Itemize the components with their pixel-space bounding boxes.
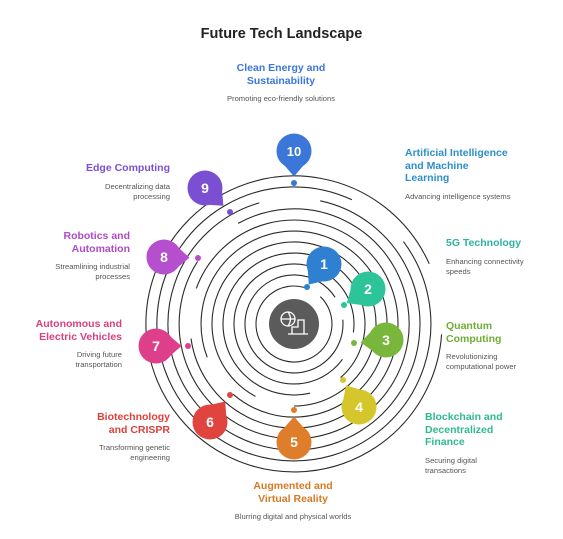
label-blockchain: Blockchain and Decentralized Finance Sec… — [425, 411, 535, 476]
ring-dot — [351, 340, 357, 346]
label-title: Blockchain and Decentralized Finance — [425, 411, 503, 448]
label-edge: Edge Computing Decentralizing data proce… — [75, 162, 170, 202]
label-autonomous: Autonomous and Electric Vehicles Driving… — [22, 318, 122, 370]
label-ai-ml: Artificial Intelligence and Machine Lear… — [405, 147, 515, 202]
label-title: 5G Technology — [446, 237, 522, 249]
label-desc: Enhancing connectivity speeds — [446, 256, 524, 276]
label-title: Robotics and Automation — [63, 230, 130, 255]
marker-bubble — [368, 322, 404, 358]
ring-arc — [233, 263, 355, 385]
label-desc: Blurring digital and physical worlds — [234, 512, 352, 521]
center-hub — [269, 299, 319, 349]
label-desc: Revolutionizing computational power — [446, 352, 517, 371]
marker-bubble — [306, 246, 342, 282]
ring-dot — [304, 284, 310, 290]
ring-dot — [195, 255, 201, 261]
marker-3: 3 — [351, 322, 404, 358]
ring-arc — [222, 252, 366, 396]
marker-bubble — [276, 133, 312, 169]
label-desc: Advancing intelligence systems — [405, 191, 511, 201]
label-clean-energy: Clean Energy and Sustainability Promotin… — [206, 62, 356, 104]
label-desc: Driving future transportation — [75, 350, 122, 369]
label-desc: Transforming genetic engineering — [98, 443, 170, 462]
ring-arc — [211, 241, 377, 407]
marker-bubble — [276, 424, 312, 460]
label-quantum: Quantum Computing Revolutionizing comput… — [446, 320, 556, 372]
marker-pointer — [284, 416, 304, 428]
marker-number: 8 — [160, 249, 168, 265]
marker-9: 9 — [187, 170, 233, 215]
label-5g: 5G Technology Enhancing connectivity spe… — [446, 237, 556, 277]
marker-4: 4 — [340, 377, 377, 425]
marker-number: 5 — [290, 434, 298, 450]
ring-arc — [244, 274, 344, 374]
marker-pointer — [178, 248, 190, 267]
ring-dot — [227, 392, 233, 398]
marker-bubble — [341, 389, 377, 425]
marker-bubble — [187, 170, 223, 206]
marker-number: 2 — [364, 281, 372, 297]
label-title: Clean Energy and Sustainability — [236, 62, 326, 87]
marker-pointer — [211, 401, 227, 416]
marker-1: 1 — [304, 246, 342, 290]
marker-pointer — [209, 191, 224, 206]
label-title: Quantum Computing — [446, 320, 502, 345]
label-desc: Streamlining industrial processes — [55, 262, 130, 281]
ring-arc — [200, 230, 388, 418]
marker-bubble — [138, 328, 174, 364]
label-title: Autonomous and Electric Vehicles — [35, 318, 122, 343]
marker-number: 6 — [206, 414, 214, 430]
label-title: Augmented and Virtual Reality — [253, 480, 333, 505]
marker-8: 8 — [146, 239, 201, 275]
ring-dot — [340, 377, 346, 383]
ring-dot — [227, 209, 233, 215]
marker-pointer — [307, 270, 323, 285]
marker-pointer — [360, 332, 372, 351]
marker-number: 9 — [201, 180, 209, 196]
marker-number: 10 — [287, 144, 301, 159]
globe-and-city-icon — [280, 311, 308, 335]
label-desc: Decentralizing data processing — [104, 181, 170, 201]
ring-arc — [255, 285, 333, 363]
marker-bubble — [146, 239, 182, 275]
marker-number: 1 — [320, 256, 328, 272]
marker-pointer — [343, 385, 360, 399]
marker-5: 5 — [276, 407, 312, 460]
center-circle — [269, 299, 319, 349]
ring-dot — [341, 302, 347, 308]
marker-pointer — [346, 289, 361, 305]
markers: 1 2 3 4 5 6 7 8 9 10 — [138, 133, 404, 460]
marker-7: 7 — [138, 328, 191, 364]
marker-pointer — [284, 165, 304, 177]
marker-bubble — [192, 404, 228, 440]
label-title: Edge Computing — [86, 162, 170, 174]
label-title: Biotechnology and CRISPR — [97, 411, 170, 436]
marker-number: 7 — [152, 338, 160, 354]
label-desc: Promoting eco-friendly solutions — [226, 94, 336, 103]
label-title: Artificial Intelligence and Machine Lear… — [405, 147, 508, 184]
marker-10: 10 — [276, 133, 312, 186]
marker-pointer — [170, 336, 182, 356]
marker-bubble — [350, 271, 386, 307]
label-biotech: Biotechnology and CRISPR Transforming ge… — [70, 411, 170, 463]
label-robotics: Robotics and Automation Streamlining ind… — [42, 230, 130, 282]
marker-6: 6 — [192, 392, 233, 440]
diagram-title: Future Tech Landscape — [200, 26, 363, 42]
ring-dot — [291, 180, 297, 186]
marker-number: 4 — [355, 399, 363, 415]
ring-dot — [185, 343, 191, 349]
marker-2: 2 — [341, 271, 386, 308]
ring-dot — [291, 407, 297, 413]
marker-number: 3 — [382, 332, 390, 348]
label-ar-vr: Augmented and Virtual Reality Blurring d… — [226, 480, 360, 522]
label-desc: Securing digital transactions — [425, 455, 477, 475]
